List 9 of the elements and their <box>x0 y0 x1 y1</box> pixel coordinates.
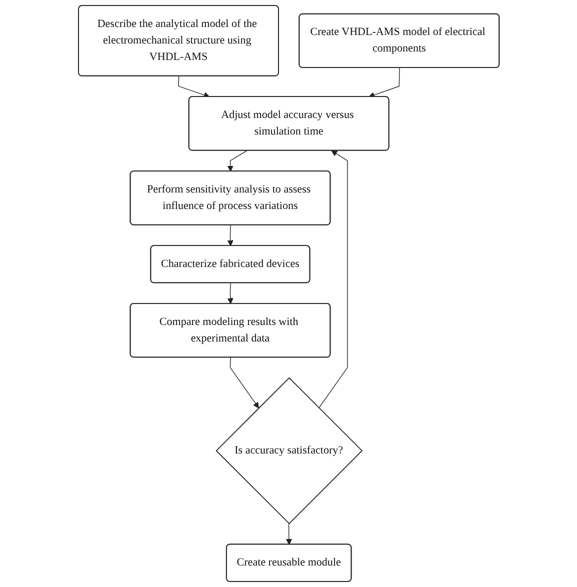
node-diamond: Is accuracy satisfactory? <box>215 377 362 524</box>
arrow <box>227 282 234 304</box>
arrow <box>230 357 259 408</box>
arrow <box>318 150 348 408</box>
arrow <box>286 523 292 545</box>
arrow <box>178 76 210 98</box>
arrow <box>368 68 400 98</box>
arrow <box>227 150 247 172</box>
arrow <box>227 224 234 246</box>
